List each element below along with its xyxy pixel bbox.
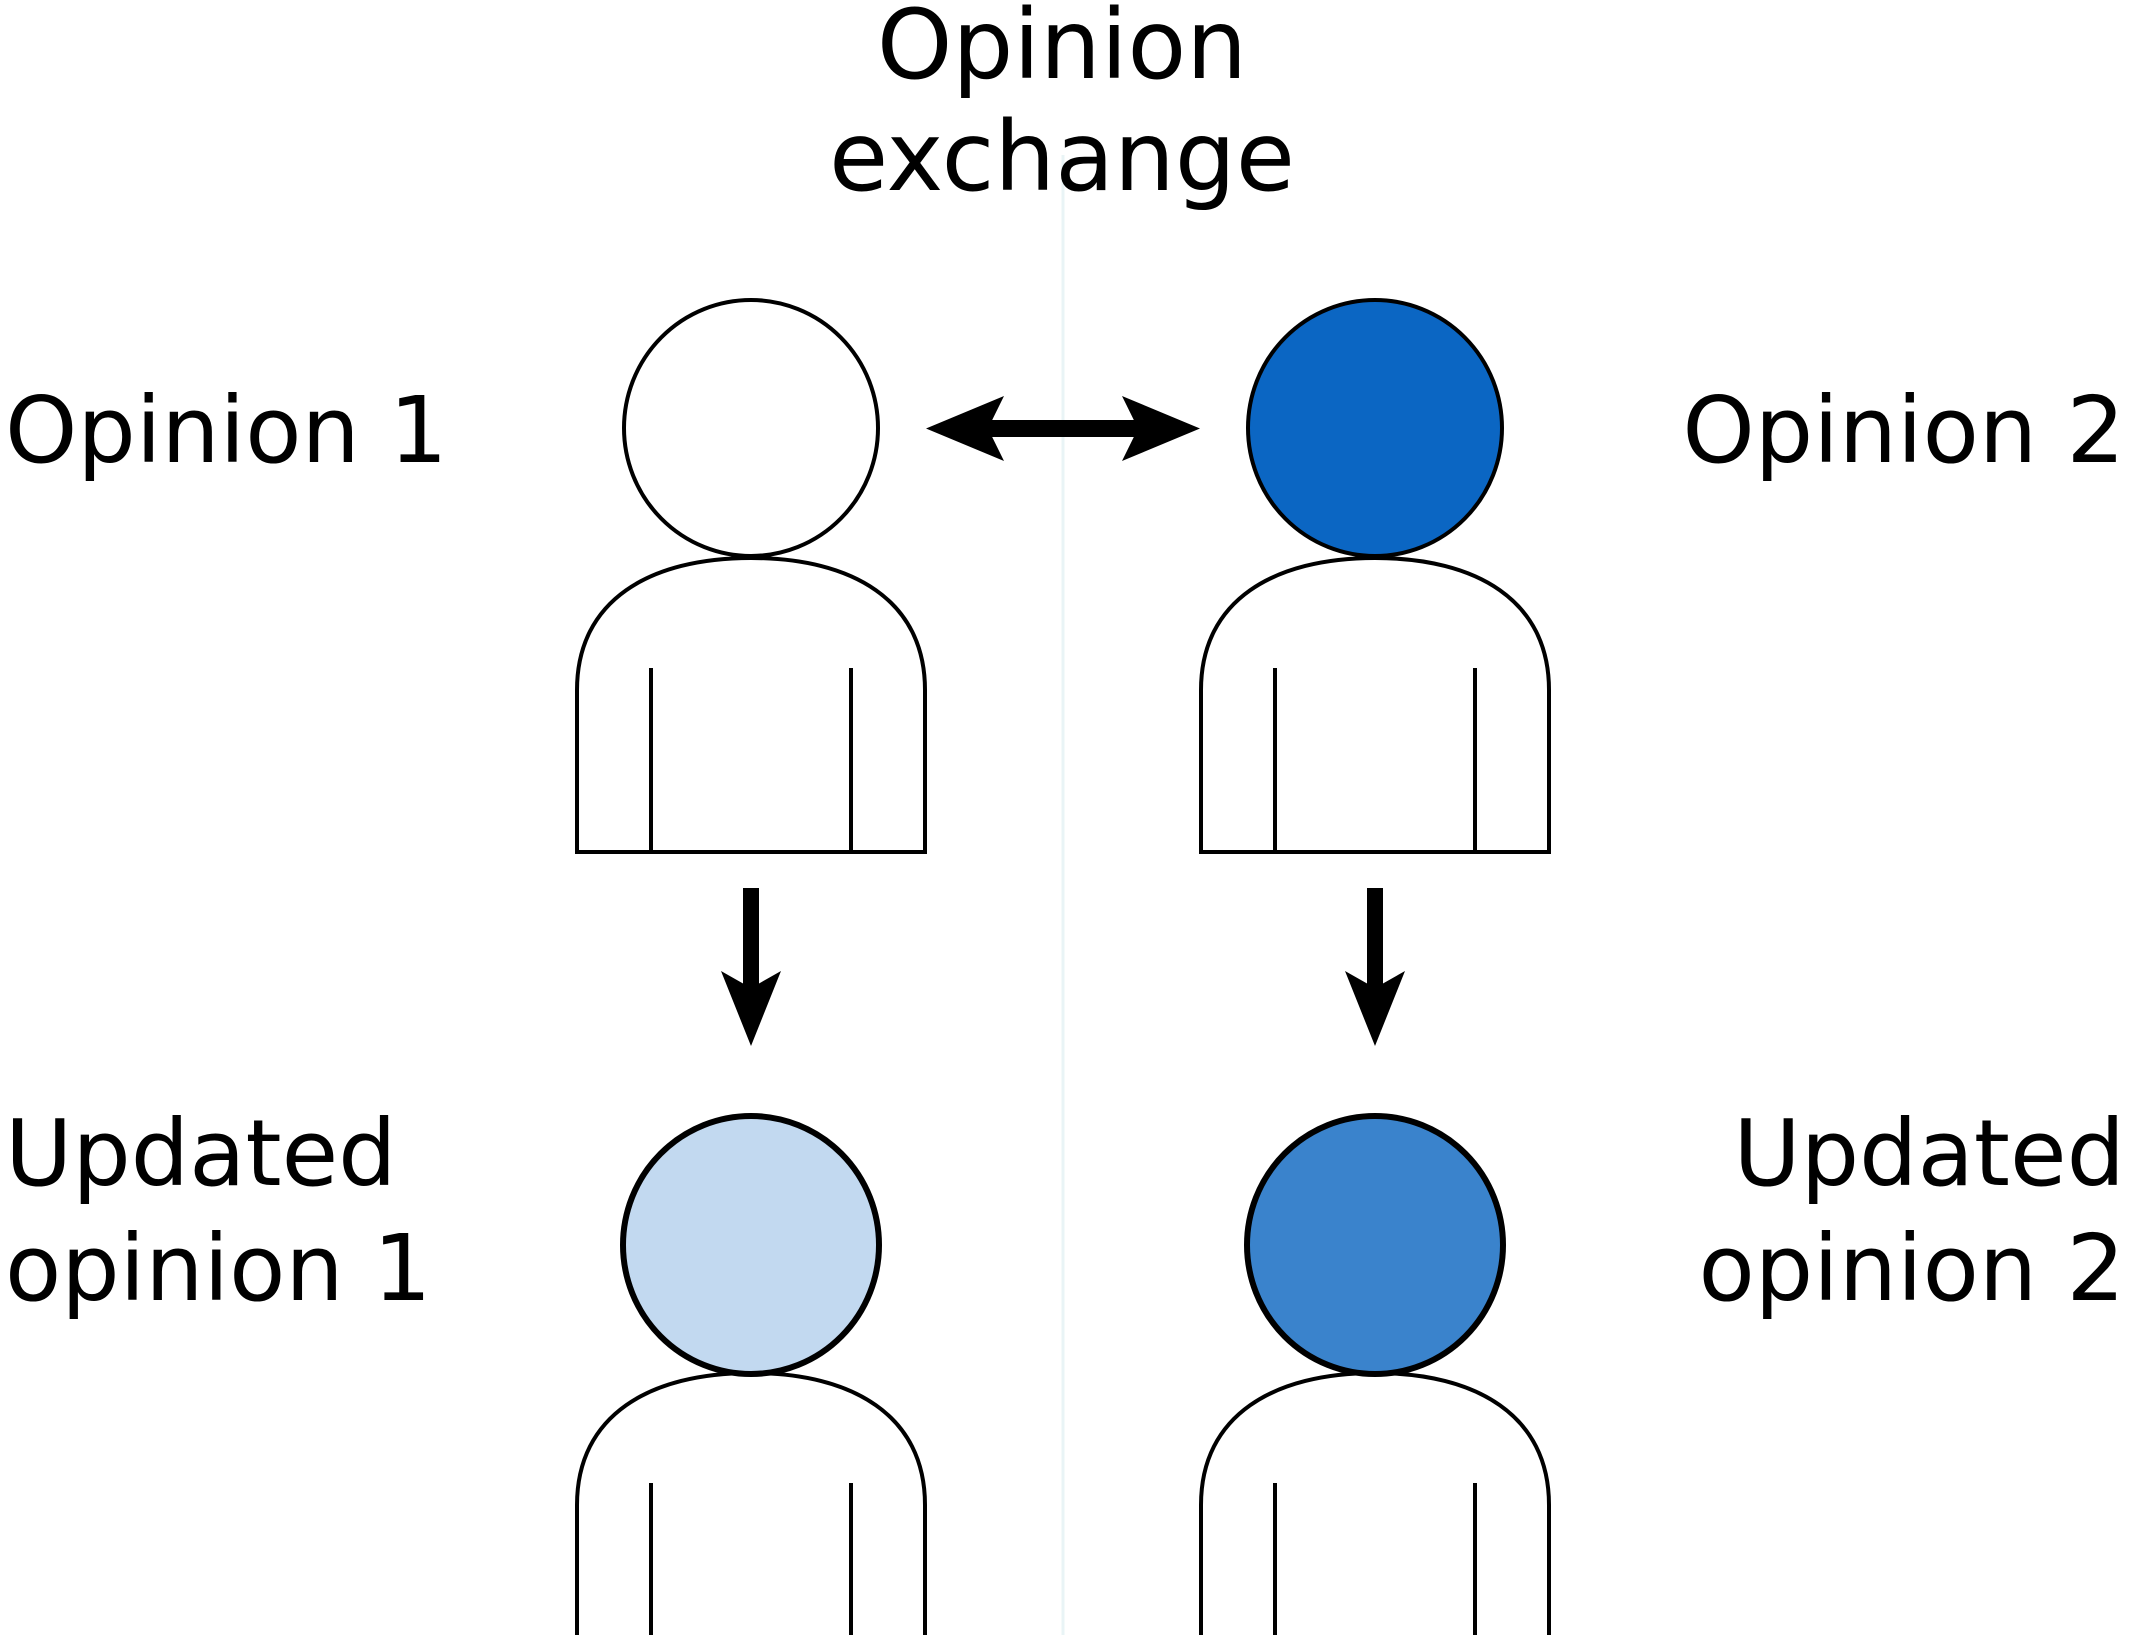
person-body-agent-1-updated	[575, 1370, 927, 1635]
update-arrow-right-head	[1345, 971, 1405, 1046]
person-head-agent-1-initial[interactable]	[622, 298, 880, 558]
person-agent-2-updated[interactable]	[1199, 1113, 1551, 1635]
person-agent-1-initial[interactable]	[575, 298, 927, 854]
update-arrow-right-shaft	[1367, 888, 1383, 1010]
exchange-arrow-head-right	[1122, 396, 1200, 461]
exchange-arrow-head-left	[926, 396, 1004, 461]
person-body-agent-2-initial	[1199, 555, 1551, 854]
person-head-agent-2-updated[interactable]	[1244, 1113, 1506, 1377]
label-updated-opinion-2-line-2: opinion 2	[1699, 1215, 2126, 1322]
label-updated-opinion-1-line-2: opinion 1	[5, 1215, 432, 1322]
update-arrow-right	[1345, 888, 1405, 1046]
label-opinion-1: Opinion 1	[5, 377, 448, 484]
person-agent-1-updated[interactable]	[575, 1113, 927, 1635]
label-opinion-2: Opinion 2	[1682, 377, 2125, 484]
diagram-title-line-2: exchange	[829, 101, 1295, 213]
person-agent-2-initial[interactable]	[1199, 298, 1551, 854]
person-head-agent-1-updated[interactable]	[620, 1113, 882, 1377]
diagram-title-line-1: Opinion	[877, 0, 1247, 101]
person-body-agent-2-updated	[1199, 1370, 1551, 1635]
update-arrow-left-shaft	[743, 888, 759, 1010]
exchange-arrow-shaft	[963, 420, 1163, 437]
person-head-agent-2-initial[interactable]	[1246, 298, 1504, 558]
opinion-exchange-arrow	[926, 396, 1200, 461]
update-arrow-left-head	[721, 971, 781, 1046]
label-updated-opinion-2-line-1: Updated	[1733, 1100, 2125, 1207]
update-arrow-left	[721, 888, 781, 1046]
label-updated-opinion-1-line-1: Updated	[5, 1100, 397, 1207]
person-body-agent-1-initial	[575, 555, 927, 854]
